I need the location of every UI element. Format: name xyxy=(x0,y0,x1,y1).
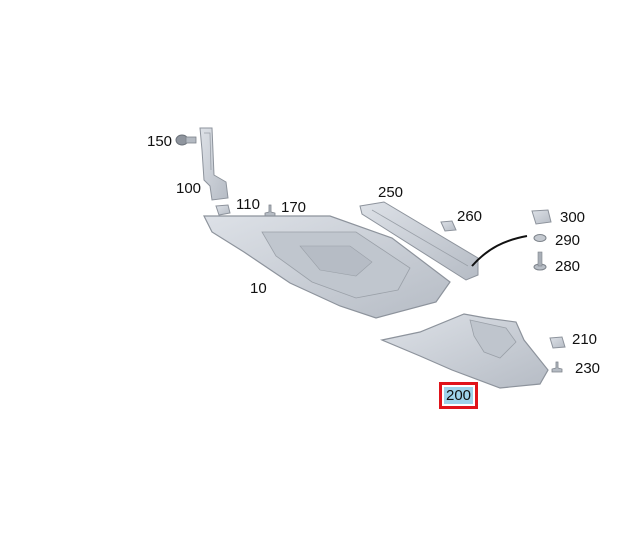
callout-250[interactable]: 250 xyxy=(378,184,404,201)
callout-100[interactable]: 100 xyxy=(176,180,202,197)
stud-part-170 xyxy=(264,204,276,217)
callout-10[interactable]: 10 xyxy=(250,280,267,297)
leader-line xyxy=(471,235,528,267)
stud-part-230 xyxy=(551,361,563,373)
front-shield-part-200 xyxy=(379,313,549,389)
bracket-part-100 xyxy=(199,127,229,201)
callout-300[interactable]: 300 xyxy=(560,209,586,226)
bolt-part-150 xyxy=(175,134,197,146)
washer-part-290 xyxy=(533,234,547,242)
callout-230[interactable]: 230 xyxy=(575,360,601,377)
callout-170[interactable]: 170 xyxy=(281,199,307,216)
clip-part-210 xyxy=(549,336,566,349)
callout-260[interactable]: 260 xyxy=(457,208,483,225)
nut-part-300 xyxy=(531,209,552,225)
callout-200-selected[interactable]: 200 xyxy=(438,382,479,409)
callout-150[interactable]: 150 xyxy=(147,133,173,150)
rail-part-250 xyxy=(359,201,479,281)
callout-290[interactable]: 290 xyxy=(555,232,581,249)
clip-part-110 xyxy=(215,204,231,216)
callout-110[interactable]: 110 xyxy=(236,196,260,213)
callout-280[interactable]: 280 xyxy=(555,258,581,275)
clip-part-260 xyxy=(440,220,457,232)
callout-210[interactable]: 210 xyxy=(572,331,598,348)
underbody-panel-part-10 xyxy=(203,215,451,319)
screw-part-280 xyxy=(533,251,547,271)
